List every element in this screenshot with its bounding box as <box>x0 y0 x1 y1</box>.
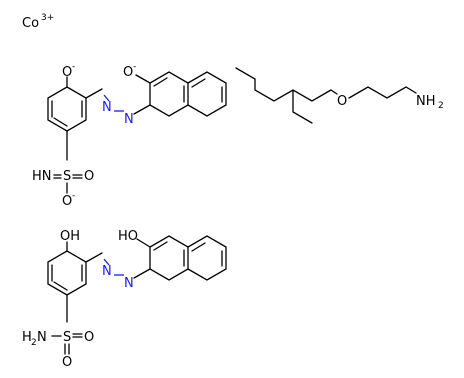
bond-naph-oh <box>136 238 151 248</box>
azo-nitrogen-2: N <box>124 112 134 127</box>
bond-azo-b <box>103 258 110 266</box>
ethyl-branch <box>292 89 313 124</box>
azo-nitrogen-3: N <box>102 264 112 279</box>
naphthalene-ring-d <box>187 235 227 281</box>
naphthoxide-oxygen: O <box>123 65 133 80</box>
phenoxide-charge: - <box>72 62 75 72</box>
cobalt-symbol: Co <box>22 16 39 31</box>
amine-nh-subscript: 2 <box>438 101 444 111</box>
sulfur-2: S <box>63 330 71 345</box>
naphthalene-ring-a <box>149 71 189 117</box>
sulfonyl-oxygen-2: O <box>62 194 72 209</box>
sulfonyl-oxygen-4: O <box>62 355 72 370</box>
amide-h-subscript: 2 <box>31 338 37 348</box>
cobalt-charge: 3+ <box>41 13 54 23</box>
propyl-chain <box>348 86 417 99</box>
naphthalene-ring-c <box>149 235 189 281</box>
sulfur-1: S <box>63 169 71 184</box>
benzene-ring-1-double-bonds <box>51 100 83 127</box>
azo-dye-neutral: OH N N HO S H 2 N O O <box>22 229 227 370</box>
ethylhexyloxypropylamine: O NH 2 <box>235 67 444 124</box>
amide-h: H <box>22 330 32 345</box>
sulfonyl-oxygen-1: O <box>84 169 94 184</box>
bond-c-o-ether <box>330 89 338 95</box>
phenol-oh: OH <box>60 229 80 244</box>
sulfonyl-oxygen-charge: - <box>72 191 75 201</box>
benzene-ring-2 <box>47 250 87 296</box>
naphthoxide-charge: - <box>133 62 136 72</box>
imide-nh: HN <box>32 169 52 184</box>
bond-naph-o <box>135 74 151 84</box>
azo-dye-anion: O - N N O - S HN O O - <box>32 62 227 209</box>
naphthalene-double-bonds <box>153 77 223 103</box>
bond-n-naph <box>133 104 151 115</box>
benzene-ring-2-double-bonds <box>51 264 83 291</box>
bond-n-naph-2 <box>133 268 151 279</box>
bond-ring-n <box>85 88 103 99</box>
bond-ring-n-2 <box>85 252 103 263</box>
amine-nh: NH <box>416 94 436 109</box>
azo-nitrogen-1: N <box>102 100 112 115</box>
phenoxide-oxygen: O <box>62 65 72 80</box>
amine-chain-left <box>235 67 332 102</box>
ether-oxygen: O <box>337 94 347 109</box>
naphthalene-ring-b <box>187 71 227 117</box>
sulfonyl-oxygen-3: O <box>84 330 94 345</box>
naphthol-ho: HO <box>118 229 138 244</box>
azo-nitrogen-4: N <box>124 276 134 291</box>
benzene-ring-1 <box>47 86 87 132</box>
bond-azo-a <box>103 94 110 102</box>
naphthalene-double-bonds-2 <box>153 241 223 267</box>
amide-n: N <box>37 330 47 345</box>
